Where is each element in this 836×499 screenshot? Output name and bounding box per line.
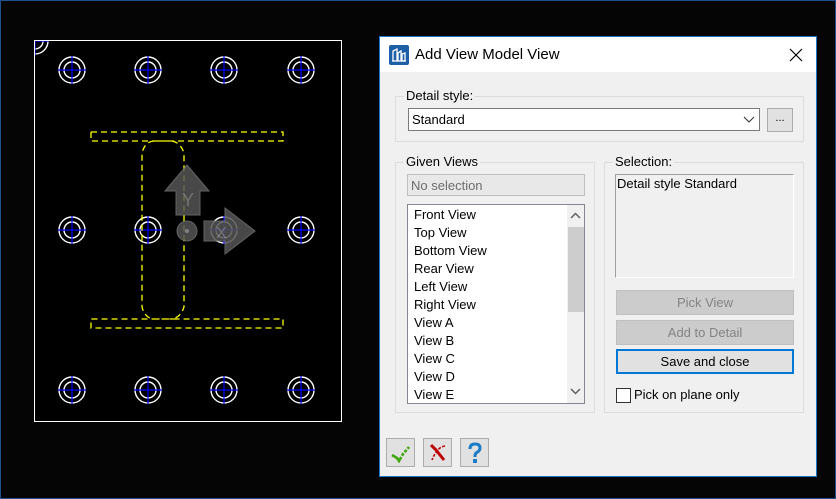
selection-group: Selection:: [604, 154, 804, 413]
list-item[interactable]: View D: [414, 369, 455, 384]
list-item[interactable]: Right View: [414, 297, 476, 312]
svg-text:X: X: [216, 225, 227, 242]
bolt-pattern: [35, 41, 49, 55]
pick-view-button[interactable]: Pick View: [616, 290, 794, 315]
dialog-title: Add View Model View: [415, 46, 560, 63]
chevron-down-icon: [743, 116, 755, 123]
svg-text:Y: Y: [182, 190, 194, 210]
title-bar[interactable]: Add View Model View: [380, 37, 816, 72]
detail-style-value: Standard: [412, 112, 465, 127]
list-item[interactable]: Top View: [414, 225, 467, 240]
given-views-group: Given Views: [395, 154, 595, 413]
drawing-svg: Y X: [35, 41, 316, 405]
list-item[interactable]: Front View: [414, 207, 476, 222]
list-item[interactable]: Left View: [414, 279, 468, 294]
axis-gizmo: Y X: [163, 164, 256, 256]
list-item[interactable]: View E: [414, 387, 455, 402]
cancel-button[interactable]: [423, 438, 452, 467]
help-question-icon: [468, 441, 482, 463]
save-and-close-button[interactable]: Save and close: [616, 349, 794, 374]
detail-style-combo[interactable]: Standard: [408, 108, 760, 131]
list-item[interactable]: View C: [414, 351, 455, 366]
given-views-filter-field: No selection: [407, 174, 585, 196]
given-views-label: Given Views: [404, 154, 481, 170]
scroll-up-icon[interactable]: [570, 212, 581, 220]
browse-detail-style-button[interactable]: ...: [767, 108, 793, 132]
list-scrollbar[interactable]: [567, 205, 584, 403]
scroll-down-icon[interactable]: [570, 387, 581, 395]
add-to-detail-button[interactable]: Add to Detail: [616, 320, 794, 345]
list-item[interactable]: Bottom View: [414, 243, 487, 258]
scrollbar-thumb[interactable]: [568, 227, 584, 312]
drawing-canvas[interactable]: Y X: [34, 40, 342, 422]
detail-style-label: Detail style:: [404, 88, 476, 104]
cancel-x-icon: [429, 443, 445, 461]
app-building-icon: [389, 45, 409, 65]
close-button[interactable]: [776, 37, 816, 72]
selection-text-box: Detail style Standard: [615, 174, 794, 278]
ibeam-profile: [90, 131, 284, 329]
detail-style-group: Detail style:: [395, 88, 804, 142]
add-view-dialog: Add View Model View Detail style: Standa…: [379, 36, 817, 477]
ok-button[interactable]: [386, 438, 415, 467]
close-icon: [789, 48, 803, 61]
pick-on-plane-only-checkbox[interactable]: [616, 388, 631, 403]
help-button[interactable]: [460, 438, 489, 467]
list-item[interactable]: Rear View: [414, 261, 474, 276]
pick-on-plane-only-label[interactable]: Pick on plane only: [634, 387, 740, 402]
given-views-list[interactable]: Front View Top View Bottom View Rear Vie…: [407, 204, 585, 404]
ok-check-icon: [390, 445, 410, 463]
selection-label: Selection:: [613, 154, 675, 170]
list-item[interactable]: View B: [414, 333, 455, 348]
list-item[interactable]: View A: [414, 315, 454, 330]
